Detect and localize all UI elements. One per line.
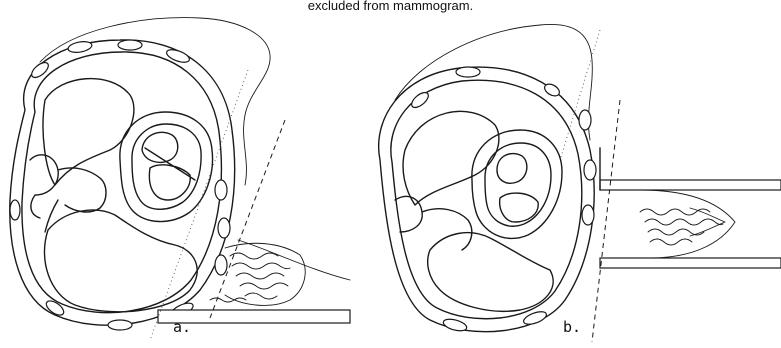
panel-a-heart-chambers — [142, 132, 195, 200]
panel-a-rib-nodes — [10, 40, 230, 330]
panel-a-central-structure — [30, 155, 106, 232]
panel-b-dotted-line — [560, 30, 600, 160]
panel-b-lower-paddle — [600, 258, 781, 268]
panel-a-upper-paddle — [238, 240, 350, 280]
panel-b-breast-tissue — [640, 208, 725, 245]
panel-a-heart-inner — [132, 124, 201, 209]
panel-b-illustration — [379, 24, 781, 342]
panel-a-lower-cavity — [44, 210, 197, 312]
panel-a-label: a. — [173, 318, 191, 336]
panel-b-lower-cavity — [428, 233, 553, 312]
panel-b-upper-cavity — [403, 111, 499, 205]
panel-b-heart-chambers — [497, 154, 538, 222]
panel-b-central-structure — [395, 196, 472, 250]
panel-b-rib-nodes — [409, 67, 596, 333]
panel-a-heart-outer — [120, 112, 213, 222]
panel-a-breast-tissue — [210, 243, 305, 314]
panel-b-dashed-line — [592, 100, 620, 342]
panel-b-upper-paddle — [600, 180, 781, 190]
panel-b-label: b. — [563, 318, 581, 336]
panel-a-illustration — [10, 18, 350, 340]
